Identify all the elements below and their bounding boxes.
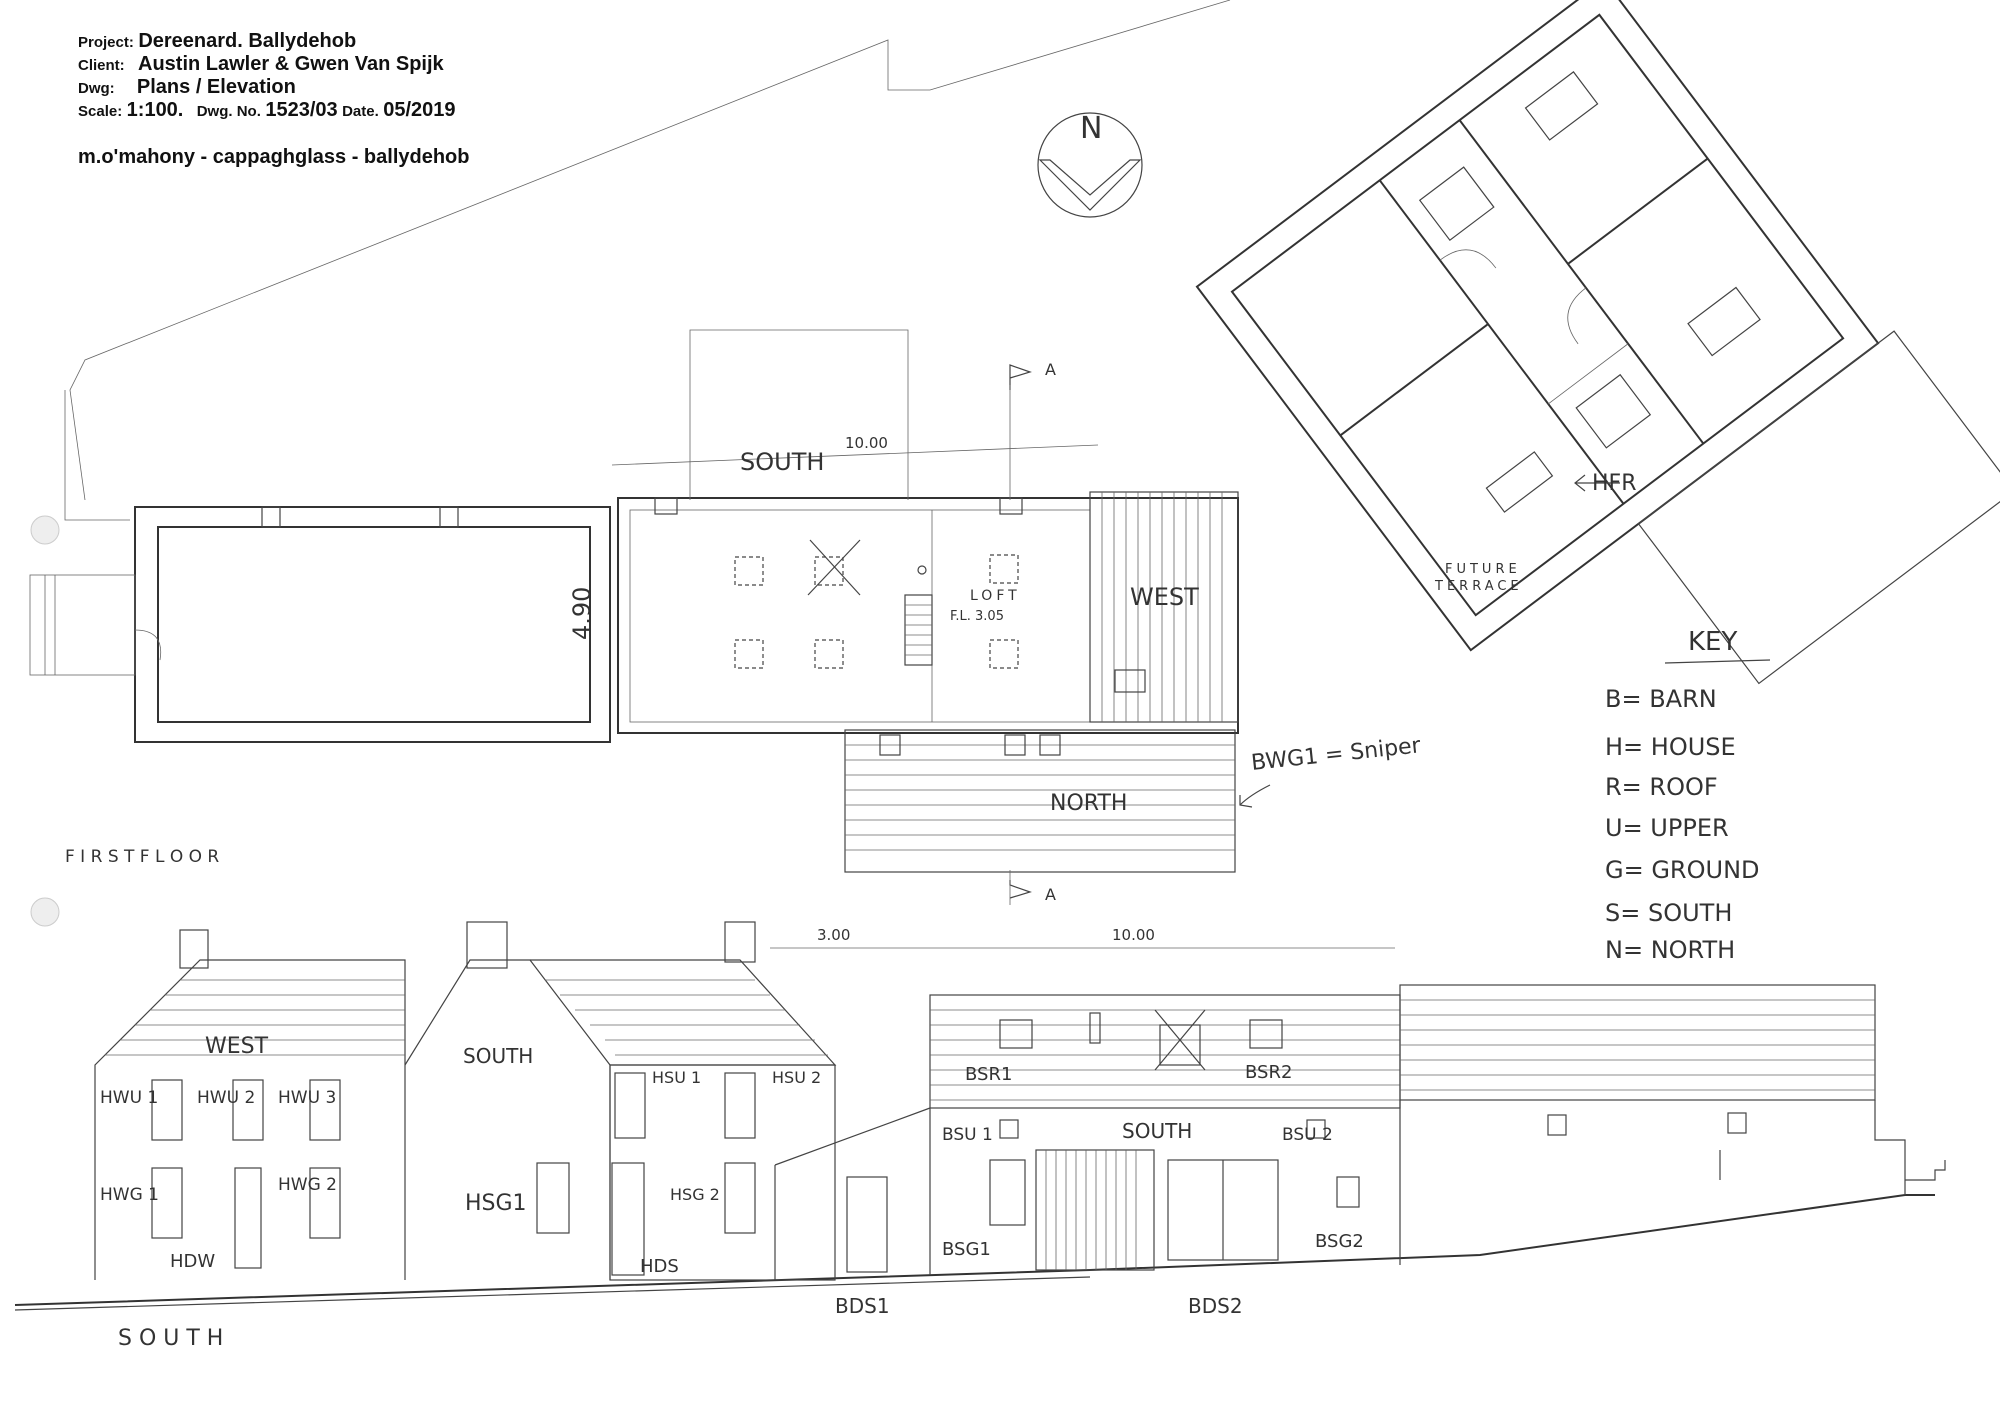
bsu1-label: BSU 1 xyxy=(942,1125,993,1145)
bwg1-note: BWG1 = Sniper xyxy=(1250,733,1423,776)
key-item-roof: R= ROOF xyxy=(1605,773,1718,801)
bsr2-label: BSR2 xyxy=(1245,1062,1292,1083)
loft-label: LOFT xyxy=(970,588,1021,604)
hwu1-label: HWU 1 xyxy=(100,1088,158,1108)
bsg1-label: BSG1 xyxy=(942,1239,991,1260)
barn-first-floor-plan: A A SOUTH 10.00 LOFT F.L. 3.05 WEST NORT… xyxy=(611,329,1239,905)
dim-10-00: 10.00 xyxy=(1112,926,1155,944)
key-item-upper: U= UPPER xyxy=(1605,814,1729,842)
dim-3-00: 3.00 xyxy=(817,926,850,944)
hsu1-label: HSU 1 xyxy=(652,1068,701,1087)
scale-value: 1:100. xyxy=(126,99,184,121)
hwu3-label: HWU 3 xyxy=(278,1088,336,1108)
title-block: Project: Dereenard. Ballydehob Client: A… xyxy=(78,30,456,122)
key-title: KEY xyxy=(1688,627,1737,657)
bds2-label: BDS2 xyxy=(1188,1294,1243,1318)
house-first-floor-plan: 4.90 xyxy=(29,506,611,743)
drawing-number: 1523/03 xyxy=(265,99,338,121)
architect-credit: m.o'mahony - cappaghglass - ballydehob xyxy=(78,146,470,168)
key-item-south: S= SOUTH xyxy=(1605,899,1732,927)
north-roof-label: NORTH xyxy=(1050,791,1127,816)
south-elevation: 3.00 10.00 WEST SOUTH HWU 1 HWU 2 HWU 3 … xyxy=(14,921,1946,1351)
client-name: Austin Lawler & Gwen Van Spijk xyxy=(138,53,444,75)
dim-10-top: 10.00 xyxy=(845,434,888,452)
bsr1-label: BSR1 xyxy=(965,1064,1012,1085)
hsg2-label: HSG 2 xyxy=(670,1185,720,1204)
hsg1-label: HSG1 xyxy=(465,1191,527,1216)
key-item-north: N= NORTH xyxy=(1605,936,1735,964)
hds-label: HDS xyxy=(640,1256,679,1277)
future-terrace-line1: FUTURE xyxy=(1445,562,1521,577)
bsu2-label: BSU 2 xyxy=(1282,1125,1333,1145)
dwg-row: Dwg: Plans / Elevation xyxy=(78,76,296,98)
south-roof-label: SOUTH xyxy=(740,448,824,476)
loft-floor-level: F.L. 3.05 xyxy=(950,609,1004,624)
bds1-label: BDS1 xyxy=(835,1294,890,1318)
section-a-bottom: A xyxy=(1045,885,1056,904)
key-item-barn: B= BARN xyxy=(1605,685,1717,713)
hfr-arrow xyxy=(1574,474,1620,492)
binder-hole-bottom xyxy=(30,897,60,927)
project-row: Project: Dereenard. Ballydehob xyxy=(78,30,357,52)
west-gable-label: WEST xyxy=(205,1034,269,1059)
key-item-ground: G= GROUND xyxy=(1605,856,1760,884)
scale-row: Scale: 1:100. Dwg. No. 1523/03 Date. 05/… xyxy=(78,99,456,121)
client-row: Client: Austin Lawler & Gwen Van Spijk xyxy=(78,53,444,75)
barn-south-label: SOUTH xyxy=(1122,1119,1192,1143)
hfr-label: HFR xyxy=(1592,471,1636,496)
hwu2-label: HWU 2 xyxy=(197,1088,255,1108)
bwg1-arrow xyxy=(1239,784,1271,808)
south-elevation-title: S O U T H xyxy=(118,1326,223,1351)
site-boundary xyxy=(69,0,1231,501)
north-letter: N xyxy=(1080,111,1102,146)
key-item-house: H= HOUSE xyxy=(1605,733,1736,761)
drawing-title: Plans / Elevation xyxy=(136,76,296,98)
drawing-date: 05/2019 xyxy=(383,99,456,121)
first-floor-title: F I R S T F L O O R xyxy=(65,847,219,867)
house-south-label: SOUTH xyxy=(463,1044,533,1068)
bsg2-label: BSG2 xyxy=(1315,1231,1364,1252)
hsu2-label: HSU 2 xyxy=(772,1068,821,1087)
section-a-top: A xyxy=(1045,360,1056,379)
project-name: Dereenard. Ballydehob xyxy=(138,30,357,52)
key-legend: KEY B= BARN H= HOUSE R= ROOF U= UPPER G=… xyxy=(1605,627,1771,964)
hdw-label: HDW xyxy=(170,1251,215,1272)
binder-hole-top xyxy=(30,515,60,545)
future-terrace-line2: TERRACE xyxy=(1434,579,1523,594)
north-arrow: N xyxy=(1037,111,1143,218)
dim-4-90: 4.90 xyxy=(568,587,596,640)
hwg1-label: HWG 1 xyxy=(100,1185,159,1205)
extension-plan xyxy=(1195,0,2000,685)
west-roof-label: WEST xyxy=(1130,583,1199,611)
hwg2-label: HWG 2 xyxy=(278,1175,337,1195)
